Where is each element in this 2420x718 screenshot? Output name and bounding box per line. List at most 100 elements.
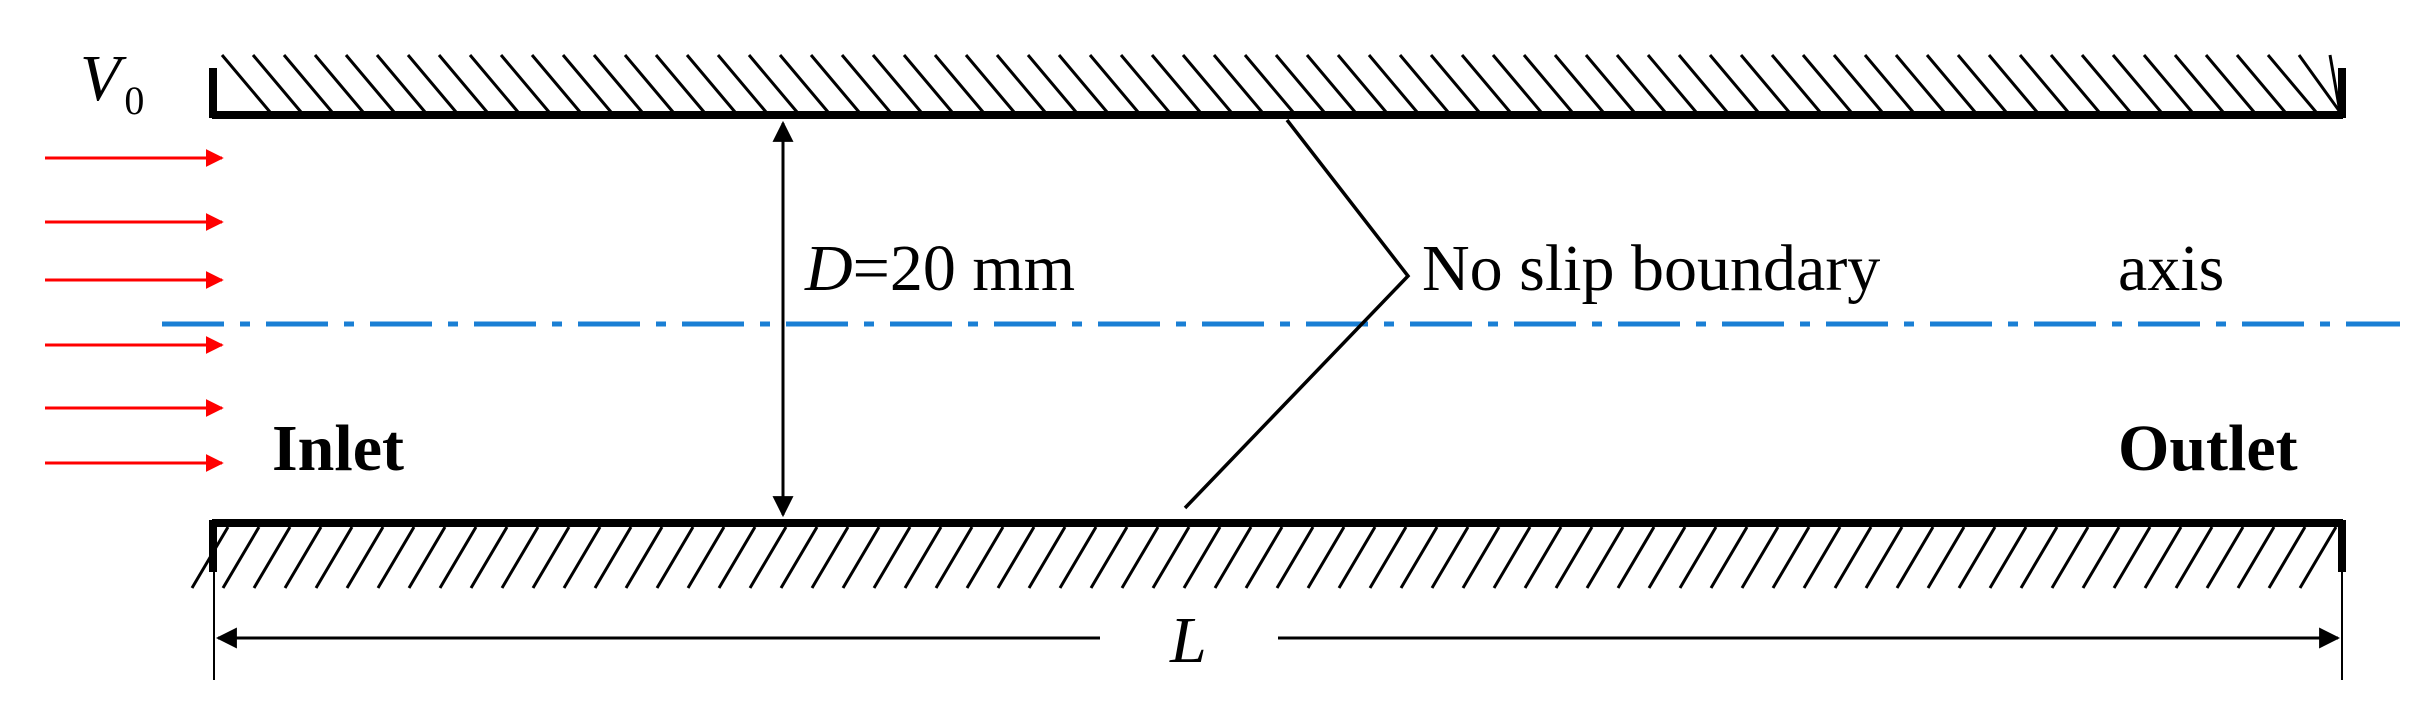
top-hatch-stroke xyxy=(2173,54,2225,113)
bottom-hatch-stroke xyxy=(1864,526,1904,589)
bottom-hatch-stroke xyxy=(624,526,664,589)
bottom-hatch-stroke xyxy=(1616,526,1656,589)
bottom-hatch-stroke xyxy=(314,526,354,589)
bottom-hatch-stroke xyxy=(562,526,602,589)
bottom-hatch-stroke xyxy=(2143,526,2183,589)
top-hatch-stroke xyxy=(654,54,706,113)
top-hatch-stroke xyxy=(1305,54,1357,113)
bottom-hatch-stroke xyxy=(1337,526,1377,589)
top-hatch-stroke xyxy=(2297,54,2342,113)
bottom-hatch-stroke xyxy=(469,526,509,589)
top-hatch-stroke xyxy=(251,54,303,113)
bottom-hatch-stroke xyxy=(1244,526,1284,589)
length-label: L xyxy=(1169,604,1207,677)
top-hatch-stroke xyxy=(747,54,799,113)
length-dimension xyxy=(213,572,2343,680)
top-hatch-stroke xyxy=(2049,54,2101,113)
inflow-arrows xyxy=(45,149,224,472)
bottom-hatch-stroke xyxy=(500,526,540,589)
top-hatch-stroke xyxy=(2235,54,2287,113)
bottom-hatch-stroke xyxy=(593,526,633,589)
bottom-hatch-stroke xyxy=(2267,526,2307,589)
top-hatch-stroke xyxy=(1925,54,1977,113)
bottom-hatch-stroke xyxy=(996,526,1036,589)
bottom-hatch-stroke xyxy=(1802,526,1842,589)
bottom-hatch-stroke xyxy=(252,526,292,589)
bottom-hatch-stroke xyxy=(748,526,788,589)
bottom-hatch-stroke xyxy=(903,526,943,589)
top-hatch-stroke xyxy=(1770,54,1822,113)
top-hatch-stroke xyxy=(1212,54,1264,113)
top-hatch-stroke xyxy=(1708,54,1760,113)
bottom-hatch-stroke xyxy=(2236,526,2276,589)
diameter-label: D=20 mm xyxy=(804,232,1075,305)
bottom-hatch-stroke xyxy=(965,526,1005,589)
bottom-hatch-stroke xyxy=(686,526,726,589)
bottom-hatch-stroke xyxy=(1771,526,1811,589)
top-hatch-stroke xyxy=(871,54,923,113)
bottom-hatch-stroke xyxy=(1988,526,2028,589)
top-hatch-stroke xyxy=(2018,54,2070,113)
bottom-hatch-stroke xyxy=(1585,526,1625,589)
top-hatch-stroke xyxy=(1150,54,1202,113)
top-hatch-stroke xyxy=(1553,54,1605,113)
bottom-hatch-stroke xyxy=(2019,526,2059,589)
top-hatch-stroke xyxy=(623,54,675,113)
top-hatch-stroke xyxy=(933,54,985,113)
bottom-hatch-stroke xyxy=(1151,526,1191,589)
outlet-label: Outlet xyxy=(2118,412,2298,485)
top-hatch-stroke xyxy=(1739,54,1791,113)
top-hatch-stroke xyxy=(1181,54,1233,113)
bottom-hatch-stroke xyxy=(1895,526,1935,589)
top-hatch-stroke xyxy=(1088,54,1140,113)
no-slip-leader-lines xyxy=(1183,118,1411,510)
bottom-hatch-stroke xyxy=(779,526,819,589)
top-hatch-stroke xyxy=(561,54,613,113)
bottom-hatch-stroke xyxy=(1182,526,1222,589)
bottom-hatch-stroke xyxy=(1058,526,1098,589)
top-hatch-stroke xyxy=(437,54,489,113)
bottom-hatch-stroke xyxy=(2205,526,2245,589)
top-hatch-stroke xyxy=(1243,54,1295,113)
top-hatch-stroke xyxy=(809,54,861,113)
bottom-hatch-stroke xyxy=(810,526,850,589)
top-hatch-stroke xyxy=(778,54,830,113)
top-hatch-stroke xyxy=(1336,54,1388,113)
bottom-hatch-stroke xyxy=(1275,526,1315,589)
top-hatch-stroke xyxy=(1646,54,1698,113)
bottom-hatch-stroke xyxy=(2174,526,2214,589)
top-hatch-stroke xyxy=(1522,54,1574,113)
bottom-hatch-stroke xyxy=(531,526,571,589)
top-hatch-stroke xyxy=(1956,54,2008,113)
bottom-hatch-stroke xyxy=(1957,526,1997,589)
bottom-wall-hatching xyxy=(190,526,2338,589)
bottom-hatch-stroke xyxy=(717,526,757,589)
top-hatch-stroke xyxy=(685,54,737,113)
top-hatch-stroke xyxy=(1429,54,1481,113)
bottom-hatch-stroke xyxy=(1647,526,1687,589)
top-hatch-stroke xyxy=(1677,54,1729,113)
bottom-hatch-stroke xyxy=(1213,526,1253,589)
top-hatch-stroke xyxy=(220,54,272,113)
bottom-hatch-stroke xyxy=(1740,526,1780,589)
top-hatch-stroke xyxy=(282,54,334,113)
bottom-hatch-stroke xyxy=(2112,526,2152,589)
bottom-hatch-stroke xyxy=(1678,526,1718,589)
bottom-hatch-stroke xyxy=(1306,526,1346,589)
bottom-hatch-stroke xyxy=(841,526,881,589)
top-hatch-stroke xyxy=(2111,54,2163,113)
bottom-hatch-stroke xyxy=(407,526,447,589)
top-hatch-stroke xyxy=(375,54,427,113)
bottom-hatch-stroke xyxy=(1554,526,1594,589)
bottom-hatch-stroke xyxy=(2050,526,2090,589)
top-hatch-stroke xyxy=(2266,54,2318,113)
bottom-hatch-stroke xyxy=(1523,526,1563,589)
inlet-label: Inlet xyxy=(272,412,404,485)
top-hatch-stroke xyxy=(1119,54,1171,113)
top-hatch-stroke xyxy=(592,54,644,113)
top-hatch-stroke xyxy=(2204,54,2256,113)
bottom-hatch-stroke xyxy=(655,526,695,589)
bottom-hatch-stroke xyxy=(1399,526,1439,589)
